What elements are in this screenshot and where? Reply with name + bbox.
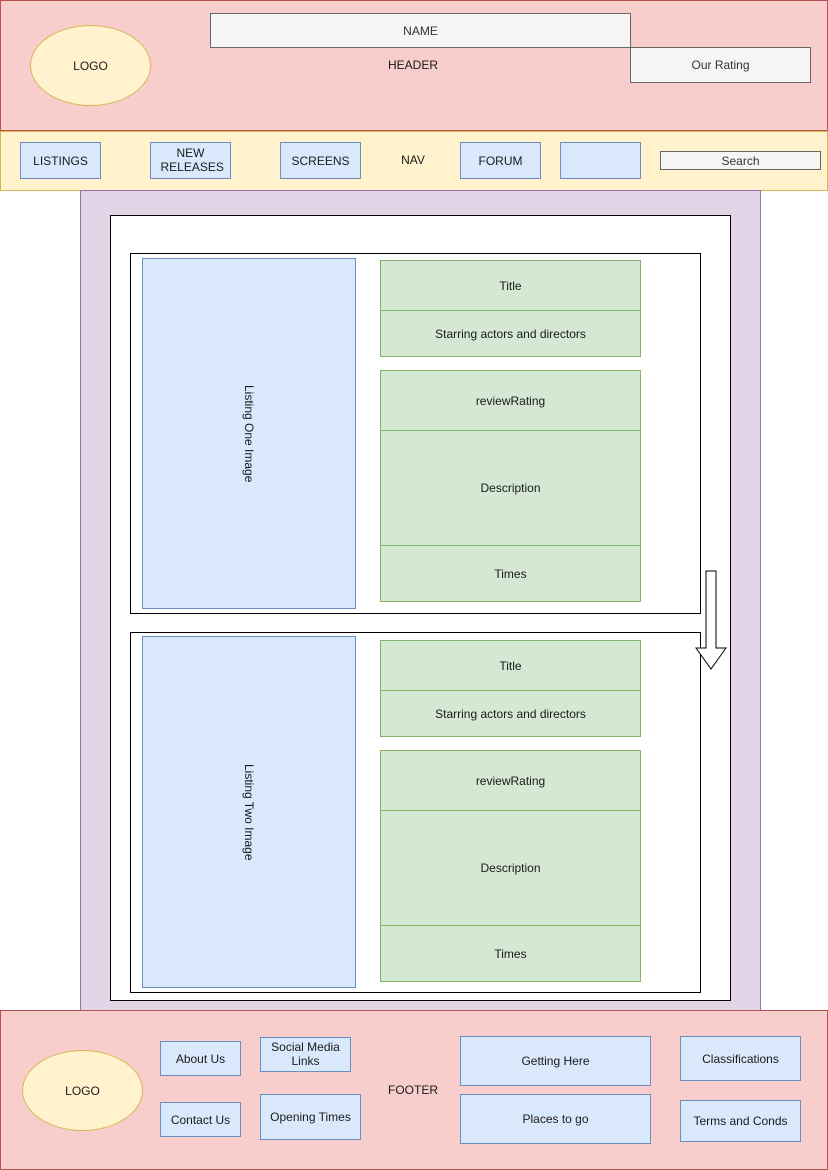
classifications-link[interactable]: Classifications (680, 1036, 801, 1081)
listing-times: Times (380, 545, 641, 602)
nav-forum-button[interactable]: FORUM (460, 142, 541, 179)
social-media-links[interactable]: Social Media Links (260, 1037, 351, 1072)
nav-label: NAV (401, 153, 425, 167)
listing-image: Listing One Image (142, 258, 356, 609)
listing-image: Listing Two Image (142, 636, 356, 988)
contact-us-link[interactable]: Contact Us (160, 1102, 241, 1137)
listing-starring: Starring actors and directors (380, 690, 641, 737)
places-to-go-link[interactable]: Places to go (460, 1094, 651, 1144)
header-label: HEADER (387, 58, 438, 72)
header-logo-label: LOGO (73, 58, 108, 73)
listing-review-rating: reviewRating (380, 750, 641, 811)
search-placeholder: Search (721, 153, 760, 168)
nav-empty-button[interactable] (560, 142, 641, 179)
getting-here-link[interactable]: Getting Here (460, 1036, 651, 1086)
about-us-link[interactable]: About Us (160, 1041, 241, 1076)
listing-description: Description (380, 430, 641, 546)
nav-new-releases-button[interactable]: NEW RELEASES (150, 142, 231, 179)
listing-starring: Starring actors and directors (380, 310, 641, 357)
footer-label: FOOTER (388, 1083, 438, 1097)
footer-logo: LOGO (22, 1050, 143, 1131)
listing-title: Title (380, 260, 641, 311)
footer-logo-label: LOGO (65, 1083, 100, 1098)
nav-screens-button[interactable]: SCREENS (280, 142, 361, 179)
scroll-down-arrow-icon (695, 570, 727, 670)
nav-listings-button[interactable]: LISTINGS (20, 142, 101, 179)
our-rating-box: Our Rating (630, 47, 811, 83)
listing-review-rating: reviewRating (380, 370, 641, 431)
listing-description: Description (380, 810, 641, 926)
site-name-box: NAME (210, 13, 631, 48)
listing-times: Times (380, 925, 641, 982)
our-rating-label: Our Rating (691, 58, 750, 72)
terms-and-conds-link[interactable]: Terms and Conds (680, 1100, 801, 1142)
header-logo: LOGO (30, 25, 151, 106)
search-input[interactable]: Search (660, 151, 821, 170)
opening-times-link[interactable]: Opening Times (260, 1094, 361, 1140)
listing-title: Title (380, 640, 641, 691)
site-name-label: NAME (403, 23, 438, 38)
